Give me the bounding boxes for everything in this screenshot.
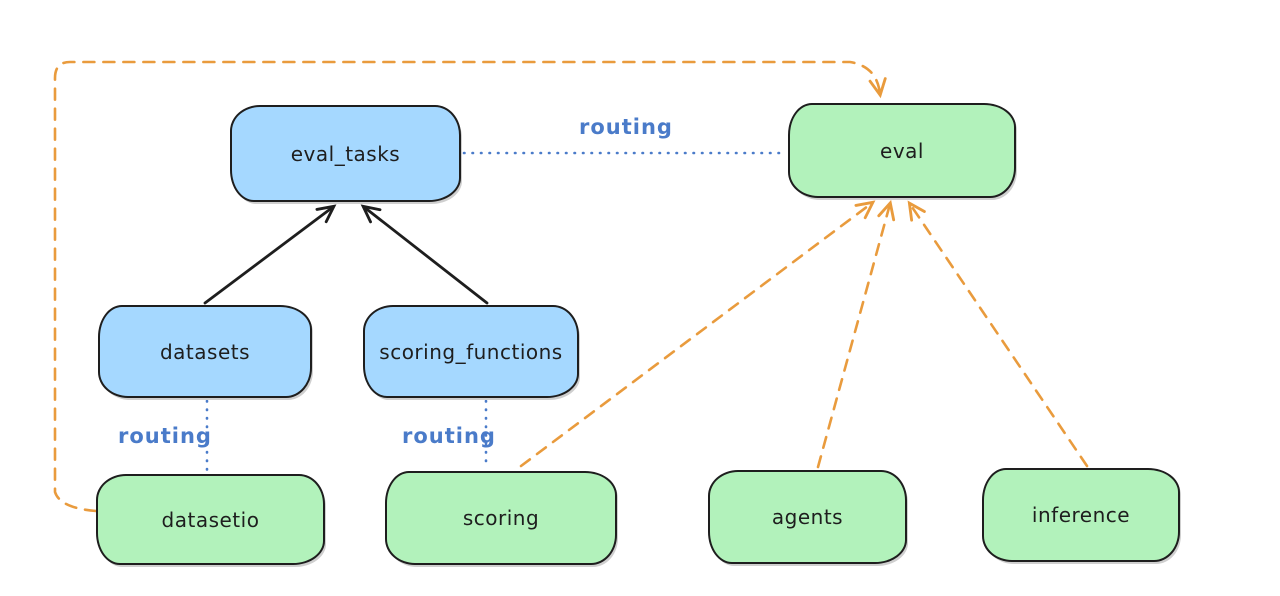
node-eval-label: eval [880,138,924,163]
node-eval[interactable]: eval [788,103,1016,198]
node-datasets-label: datasets [159,339,251,364]
node-eval-tasks[interactable]: eval_tasks [230,105,461,202]
node-agents-label: agents [771,505,844,529]
node-inference-label: inference [1031,503,1131,527]
routing-label-scoring-functions-scoring: routing [402,424,496,448]
node-scoring[interactable]: scoring [385,471,617,565]
node-datasetio-label: datasetio [161,507,260,532]
node-scoring-label: scoring [462,506,540,530]
edge-scoring-functions-to-eval-tasks [360,204,489,305]
node-inference[interactable]: inference [982,468,1180,562]
node-scoring-functions[interactable]: scoring_functions [363,305,579,398]
node-datasetio[interactable]: datasetio [96,474,325,565]
node-agents[interactable]: agents [708,470,907,564]
edge-datasets-to-eval-tasks [203,204,337,305]
routing-label-eval-tasks-eval: routing [579,115,673,139]
edge-agents-to-eval [816,199,896,469]
routing-label-datasets-datasetio: routing [118,424,212,448]
node-scoring-functions-label: scoring_functions [379,339,563,364]
edge-inference-to-eval [907,200,1089,468]
node-eval-tasks-label: eval_tasks [290,141,401,166]
node-datasets[interactable]: datasets [98,305,312,398]
